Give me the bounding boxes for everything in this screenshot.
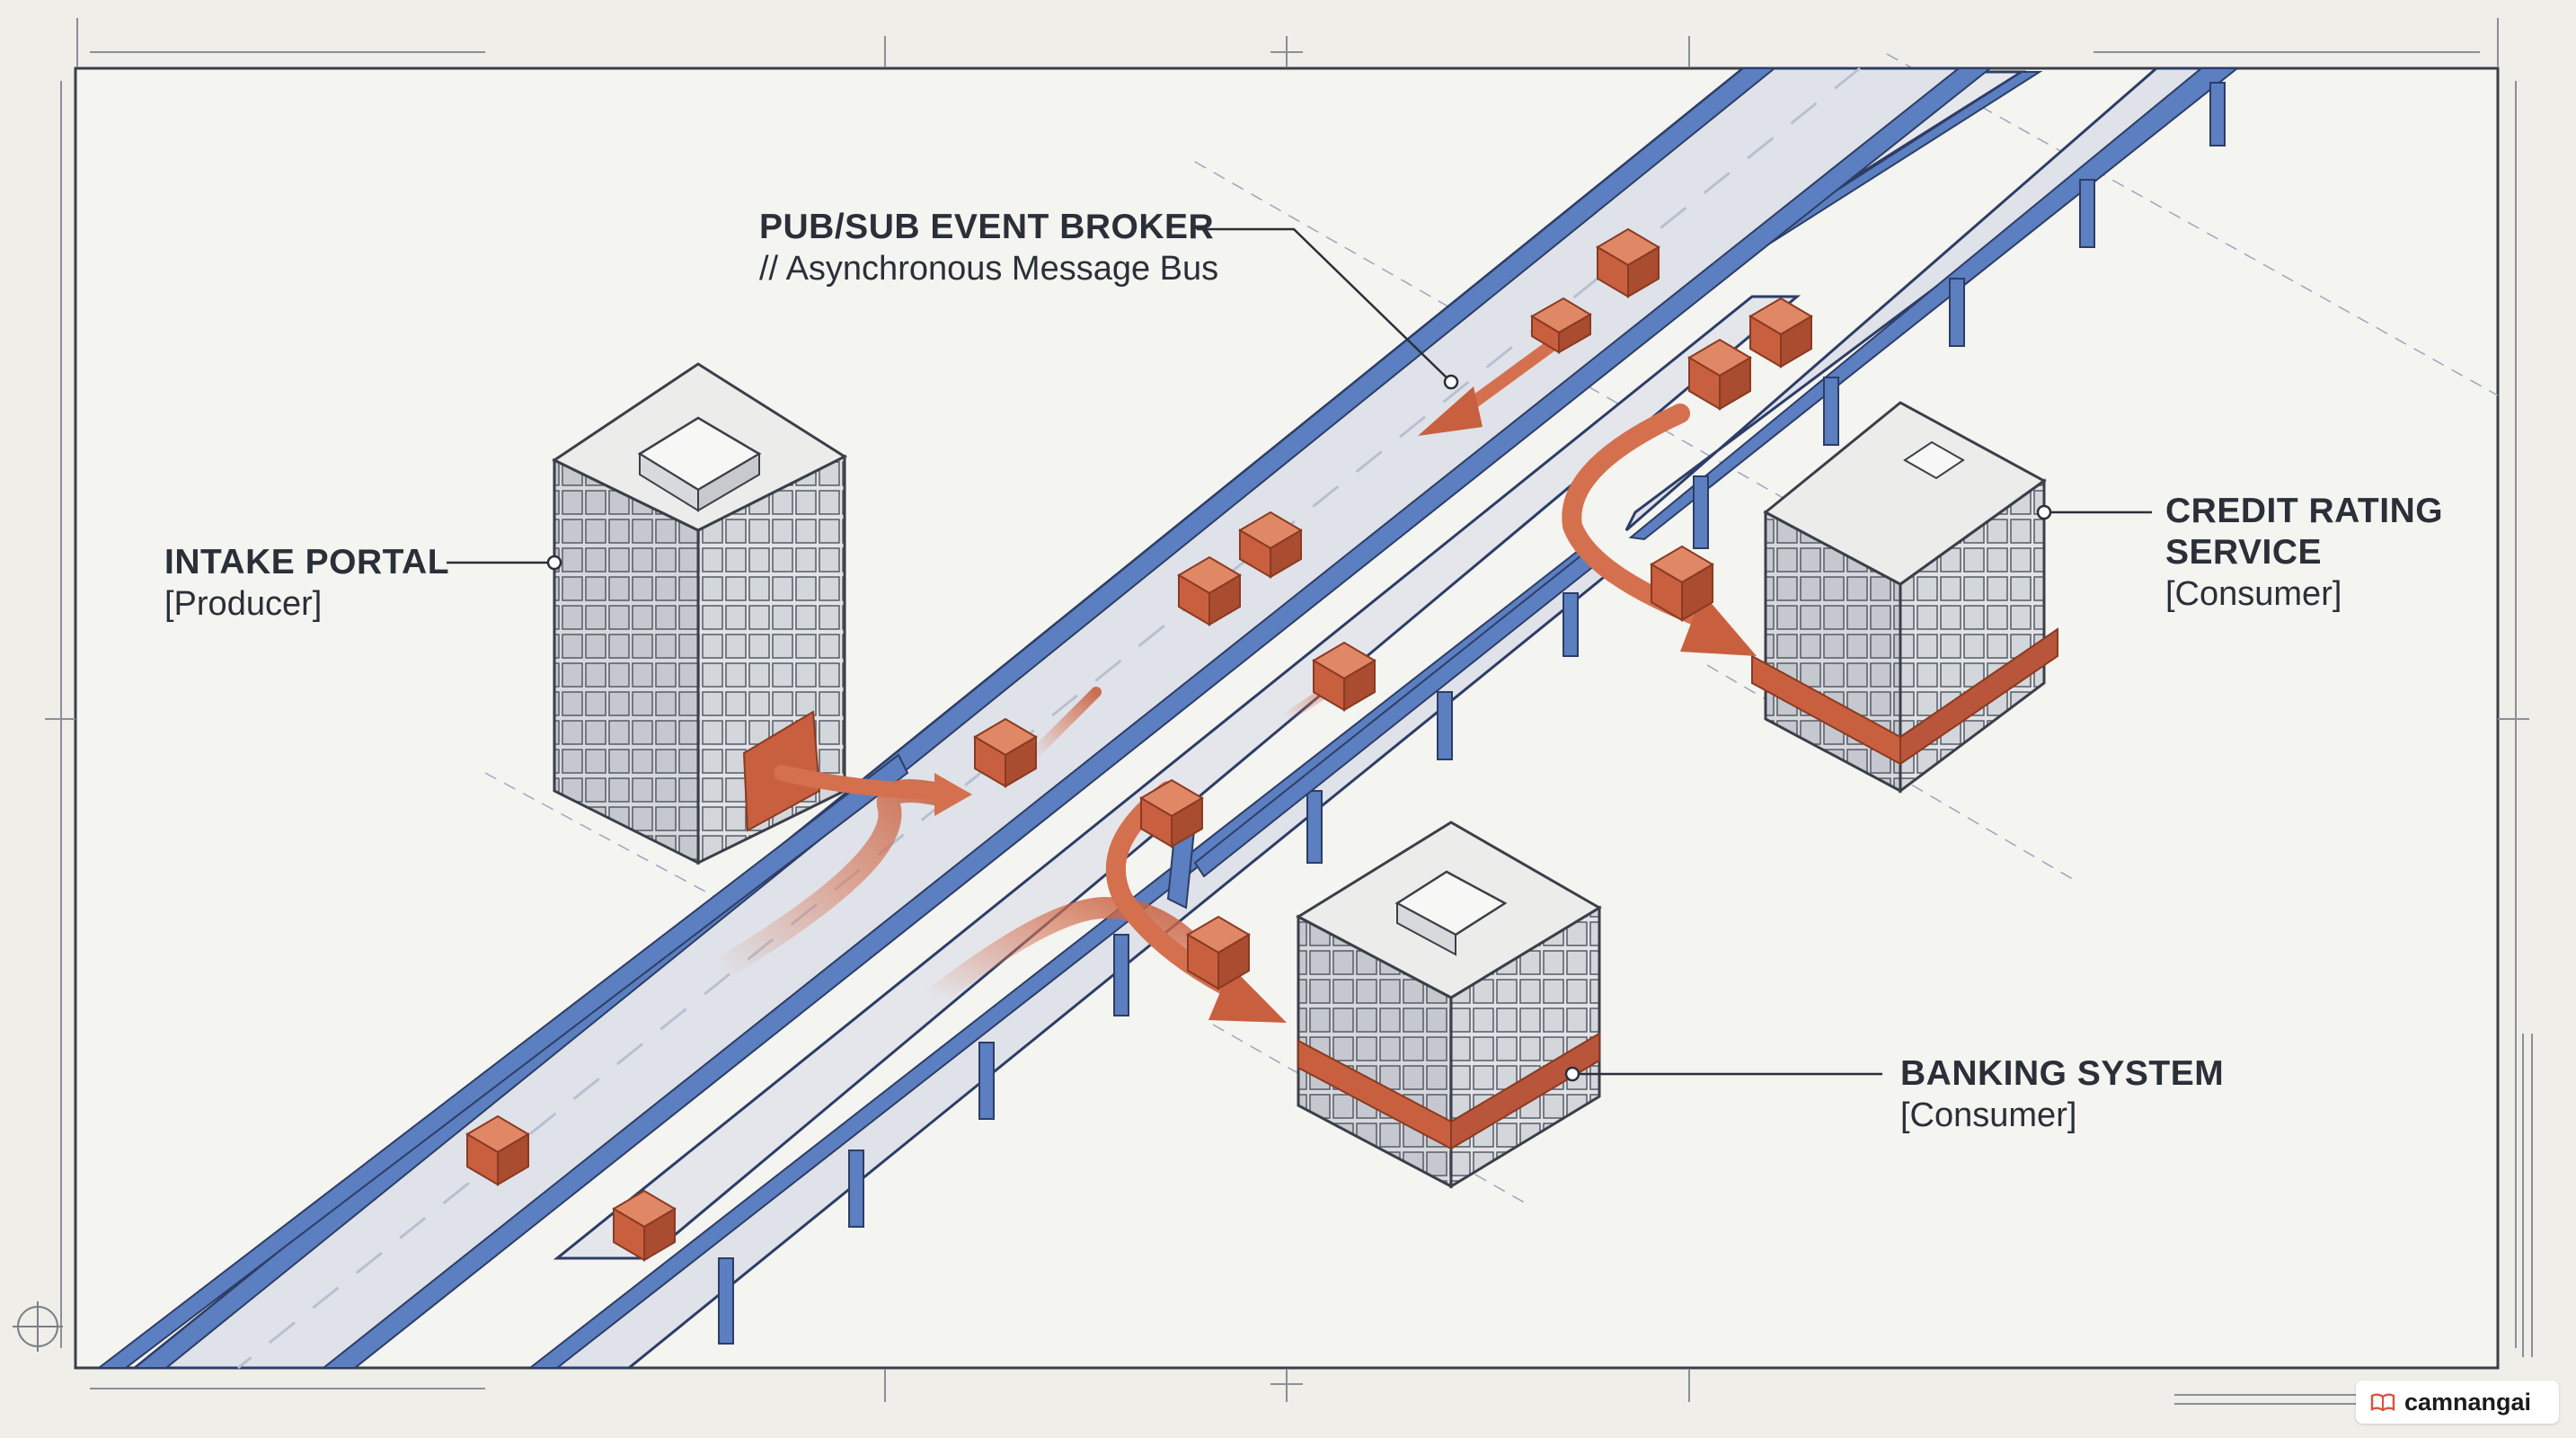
- message-box: [1177, 555, 1242, 626]
- message-box: [1650, 545, 1714, 622]
- broker-subtitle: // Asynchronous Message Bus: [759, 250, 1219, 288]
- credit-title-line2: SERVICE: [2165, 533, 2323, 572]
- message-box: [1312, 641, 1377, 712]
- banking-system-building: [1295, 821, 1602, 1189]
- frame-ticks: [45, 18, 2533, 1405]
- credit-title-line1: CREDIT RATING: [2165, 492, 2444, 530]
- watermark-text: camnangai: [2404, 1388, 2532, 1416]
- intake-portal-building: [551, 362, 848, 865]
- message-boxes: [465, 227, 1813, 1262]
- banking-subtitle: [Consumer]: [1900, 1096, 2077, 1134]
- message-box: [1530, 297, 1592, 354]
- message-box: [612, 1189, 677, 1262]
- message-box: [1139, 778, 1204, 848]
- broker-title: PUB/SUB EVENT BROKER: [759, 208, 1215, 246]
- banking-title: BANKING SYSTEM: [1900, 1054, 2225, 1093]
- leader-lines: [447, 227, 2152, 1076]
- credit-rating-building: [1751, 401, 2058, 794]
- watermark-badge[interactable]: camnangai: [2356, 1380, 2559, 1424]
- message-box: [1238, 510, 1303, 579]
- message-box: [1748, 297, 1813, 368]
- message-box: [465, 1114, 530, 1186]
- credit-rating-label: CREDIT RATING SERVICE [Consumer]: [2165, 491, 2443, 615]
- broker-label: PUB/SUB EVENT BROKER // Asynchronous Mes…: [759, 207, 1218, 289]
- message-box: [1596, 227, 1660, 298]
- banking-label: BANKING SYSTEM [Consumer]: [1900, 1053, 2224, 1136]
- credit-subtitle: [Consumer]: [2165, 575, 2342, 613]
- producer-title: INTAKE PORTAL: [164, 543, 450, 581]
- compass-icon: [13, 1301, 63, 1352]
- book-icon: [2370, 1393, 2395, 1412]
- producer-label: INTAKE PORTAL [Producer]: [164, 542, 449, 625]
- message-box: [1687, 338, 1752, 411]
- lane-middle: [96, 295, 1801, 1369]
- message-box: [1186, 915, 1251, 990]
- producer-subtitle: [Producer]: [164, 585, 323, 623]
- leader-dots: [546, 374, 2052, 1082]
- message-box: [973, 717, 1038, 788]
- lane-right-branch: [1624, 67, 2240, 549]
